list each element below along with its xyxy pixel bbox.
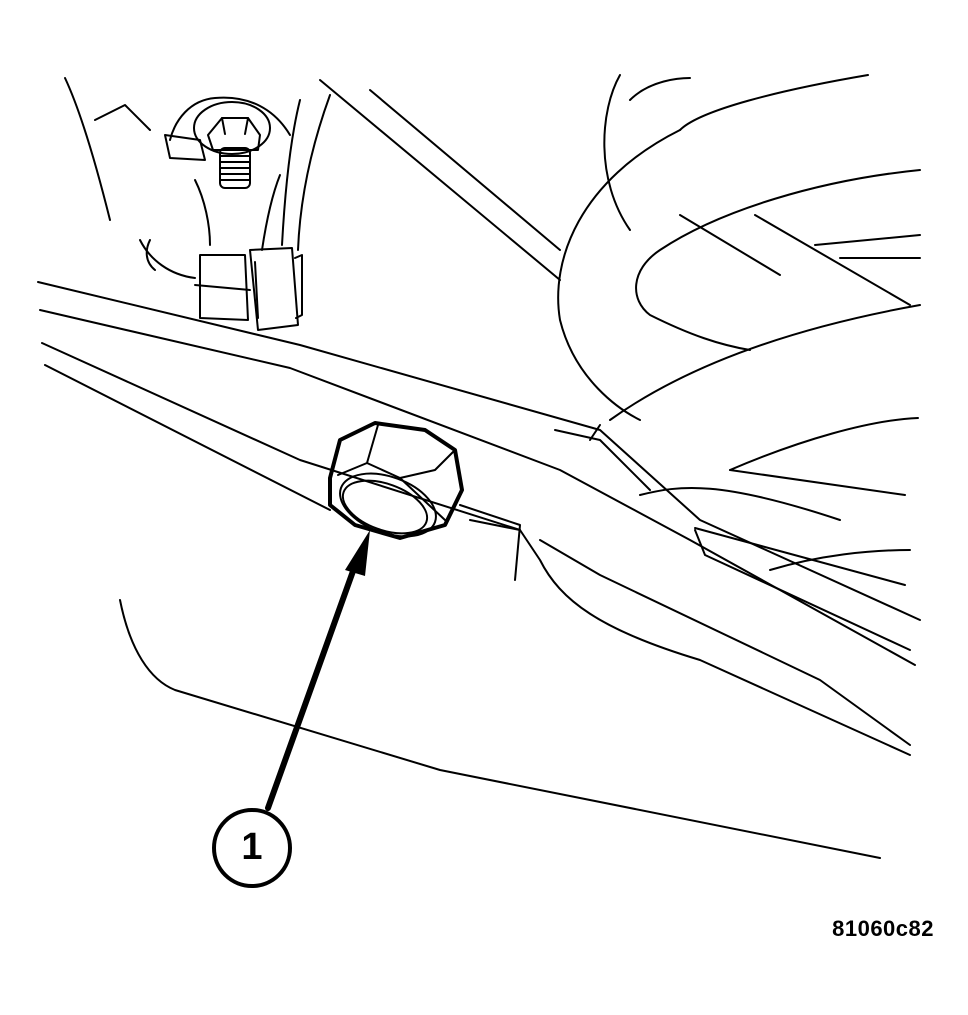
- figure-id: 81060c82: [832, 916, 934, 941]
- cross-member: [37, 281, 921, 756]
- sensor-connector: [194, 94, 331, 331]
- callout-1-leader: [212, 530, 370, 888]
- callout-1-label: 1: [241, 826, 263, 868]
- pan-outline: [119, 599, 881, 859]
- upper-bracket: [64, 77, 291, 279]
- hose: [319, 74, 921, 496]
- upper-bolt: [193, 101, 271, 189]
- drain-plug: [328, 421, 464, 540]
